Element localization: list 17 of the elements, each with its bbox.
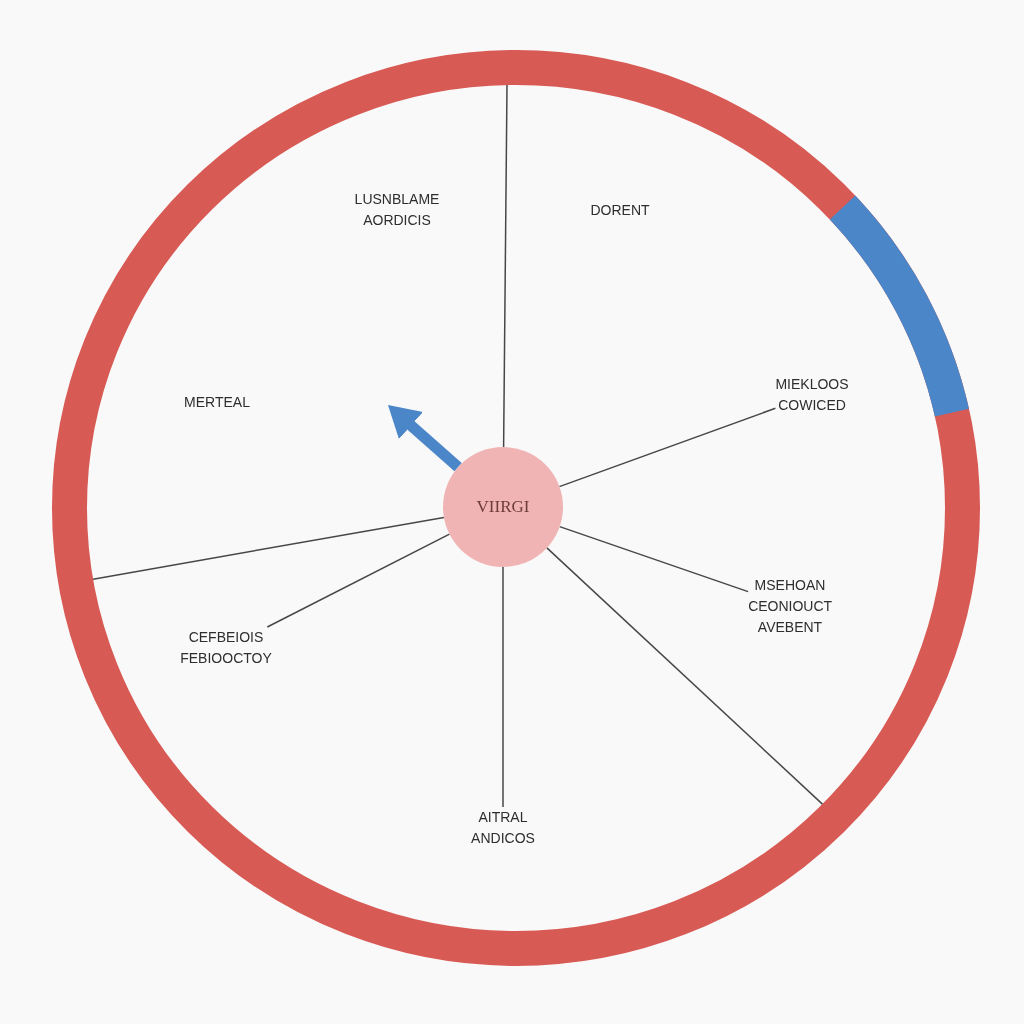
sector-label: LUSNBLAME AORDICIS bbox=[354, 190, 440, 230]
spoke-line bbox=[92, 516, 445, 580]
sector-label: MIEKLOOS COWICED bbox=[775, 374, 849, 416]
ring bbox=[52, 50, 980, 966]
spoke-line bbox=[546, 547, 824, 805]
spoke-line bbox=[502, 566, 504, 808]
spoke-line bbox=[502, 84, 508, 448]
sector-label: MSEHOAN CEONIOUCT AVEBENT bbox=[748, 574, 832, 638]
sector-label: MERTEAL bbox=[184, 392, 250, 412]
hub-circle: VIIRGI bbox=[443, 447, 563, 567]
spoke-line bbox=[266, 533, 451, 628]
sector-label: AITRAL ANDICOS bbox=[471, 807, 535, 849]
spoke-line bbox=[558, 525, 749, 593]
spoke-line bbox=[558, 407, 777, 488]
arrow bbox=[387, 405, 462, 472]
sector-label: DORENT bbox=[590, 200, 650, 220]
sector-label: CEFBEIOIS FEBIOOCTOY bbox=[180, 627, 272, 669]
